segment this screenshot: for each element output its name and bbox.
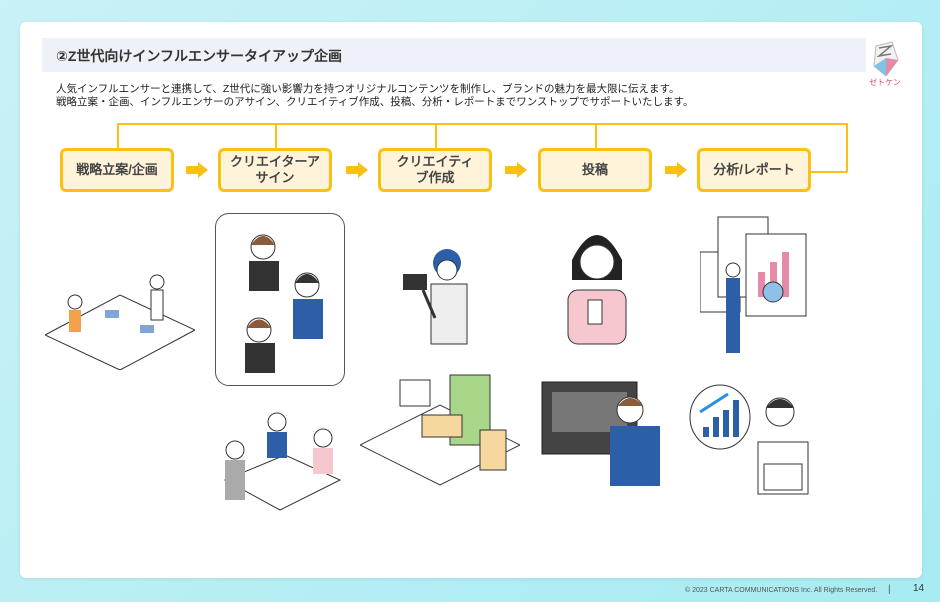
logo-text: ゼトケン — [869, 78, 901, 87]
drop-line — [435, 123, 437, 148]
arrow-right-icon — [186, 162, 208, 178]
editor-illustration — [541, 381, 660, 486]
analytics-illustration — [689, 384, 809, 495]
studio-illustration — [360, 374, 520, 486]
feedback-line — [811, 171, 847, 173]
feedback-line — [117, 123, 847, 125]
flow-step-report: 分析/レポート — [697, 148, 811, 192]
planning-illustration — [45, 274, 195, 370]
zetoken-logo-icon — [873, 41, 899, 77]
flow-step-strategy: 戦略立案/企画 — [60, 148, 174, 192]
arrow-right-icon — [346, 162, 368, 178]
smartphone-user-illustration — [567, 235, 627, 345]
creators-speech-bubble — [215, 213, 345, 386]
feedback-line — [846, 123, 848, 172]
description-line: 戦略立案・企画、インフルエンサーのアサイン、クリエイティブ作成、投稿、分析・レポ… — [56, 96, 694, 108]
flow-step-post: 投稿 — [538, 148, 652, 192]
arrow-right-icon — [505, 162, 527, 178]
flow-step-creator-assign: クリエイターアサイン — [218, 148, 332, 192]
title-bar — [42, 38, 866, 72]
copyright: © 2023 CARTA COMMUNICATIONS Inc. All Rig… — [685, 587, 878, 594]
report-illustration — [700, 216, 807, 353]
description-line: 人気インフルエンサーと連携して、Z世代に強い影響力を持つオリジナルコンテンツを制… — [56, 83, 680, 95]
videographer-illustration — [403, 249, 468, 345]
drop-line — [595, 123, 597, 148]
creators-illustration — [245, 234, 323, 373]
page-title: ②Z世代向けインフルエンサータイアップ企画 — [56, 48, 342, 64]
meeting-illustration — [223, 412, 342, 511]
arrow-right-icon — [665, 162, 687, 178]
description: 人気インフルエンサーと連携して、Z世代に強い影響力を持つオリジナルコンテンツを制… — [56, 83, 693, 109]
drop-line — [117, 123, 119, 148]
flow-step-creative: クリエイティブ作成 — [378, 148, 492, 192]
footer-separator: | — [888, 584, 891, 595]
drop-line — [275, 123, 277, 148]
page-number: 14 — [913, 583, 925, 594]
